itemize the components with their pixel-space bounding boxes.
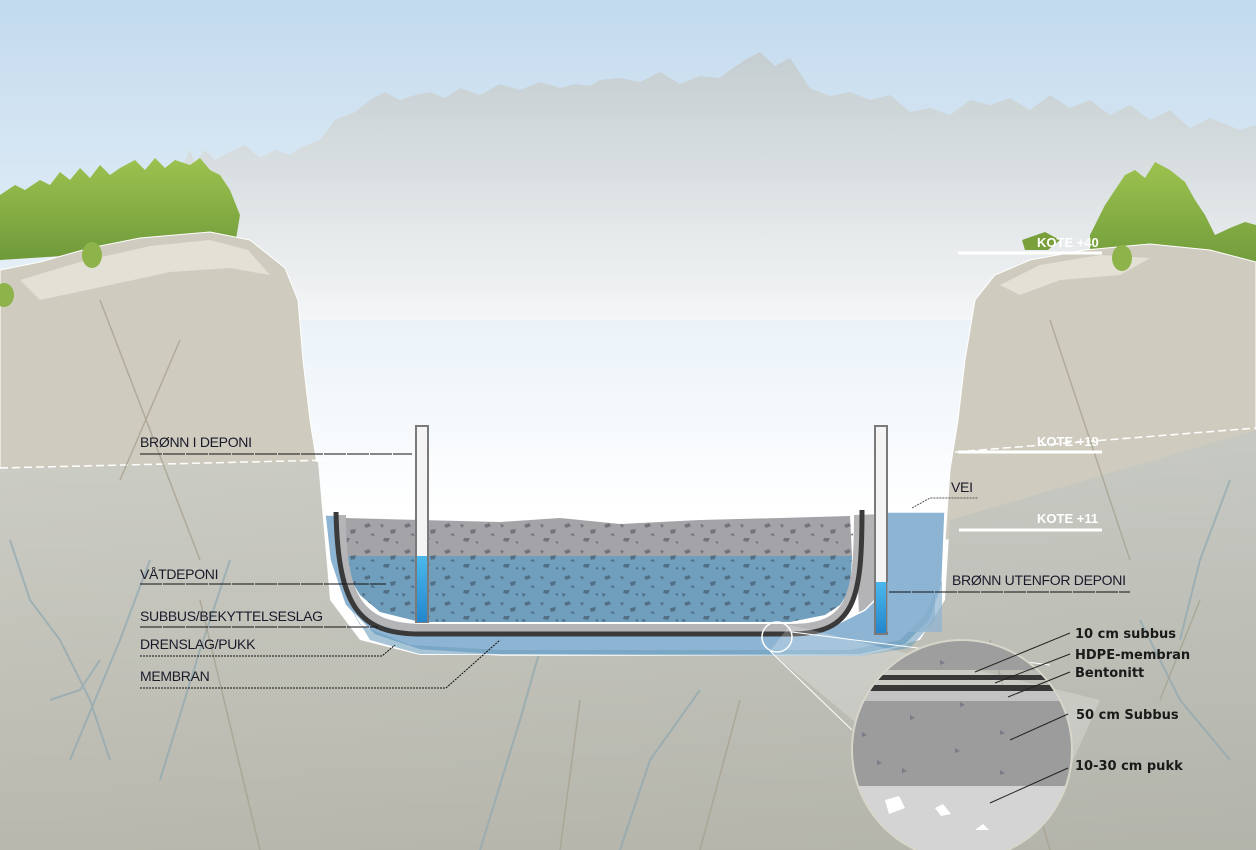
elevation-label-40: KOTE +40 [1037, 235, 1099, 250]
leader-road [911, 497, 978, 509]
detail-label-50cm-subbus: 50 cm Subbus [1076, 708, 1179, 723]
label-protective-layer: SUBBUS/BEKYTTELSESLAG [140, 608, 323, 624]
detail-label-bentonite: Bentonitt [1075, 666, 1144, 681]
leader-membrane [140, 639, 501, 689]
detail-label-10cm-subbus: 10 cm subbus [1075, 627, 1176, 642]
well-outside-water-band [887, 582, 942, 632]
right-trees [1090, 162, 1256, 270]
right-cliff-top [1000, 255, 1150, 295]
label-membrane: MEMBRAN [140, 668, 209, 684]
right-moss [1112, 245, 1132, 271]
rock-fractures [99, 299, 1201, 850]
elevation-label-11: KOTE +11 [1037, 511, 1098, 526]
protective-layer [338, 514, 862, 632]
label-drainage-layer: DRENSLAG/PUKK [140, 636, 256, 652]
magnifier-source [761, 621, 793, 653]
magnifier-cone-edge [769, 650, 853, 731]
elevation-label-19: KOTE +19 [1037, 434, 1099, 449]
detail-leader-lines [974, 632, 1071, 804]
wet-deposit-stones [346, 556, 852, 622]
water-table-line-right [954, 427, 1256, 453]
well-inside-deponi [415, 425, 429, 623]
detail-label-pukk: 10-30 cm pukk [1075, 759, 1183, 774]
detail-label-hdpe-membrane: HDPE-membran [1075, 648, 1190, 663]
detail-circle-border [851, 639, 1073, 850]
water-table-line [0, 459, 331, 469]
rock-cracks [9, 479, 1231, 850]
left-moss-2 [0, 283, 14, 307]
leader-drainage-layer [140, 644, 396, 657]
label-well-outside: BRØNN UTENFOR DEPONI [952, 572, 1126, 588]
left-moss [82, 242, 102, 268]
right-moss-patch [1022, 232, 1060, 250]
left-cliff-top [20, 240, 270, 300]
protective-fill-stones [345, 518, 853, 556]
label-well-inside: BRØNN I DEPONI [140, 434, 252, 450]
well-outside-deponi [874, 425, 888, 635]
label-wet-deposit: VÅTDEPONI [140, 566, 218, 582]
label-road: VEI [951, 479, 973, 495]
drainage-layer-inner [340, 590, 935, 656]
